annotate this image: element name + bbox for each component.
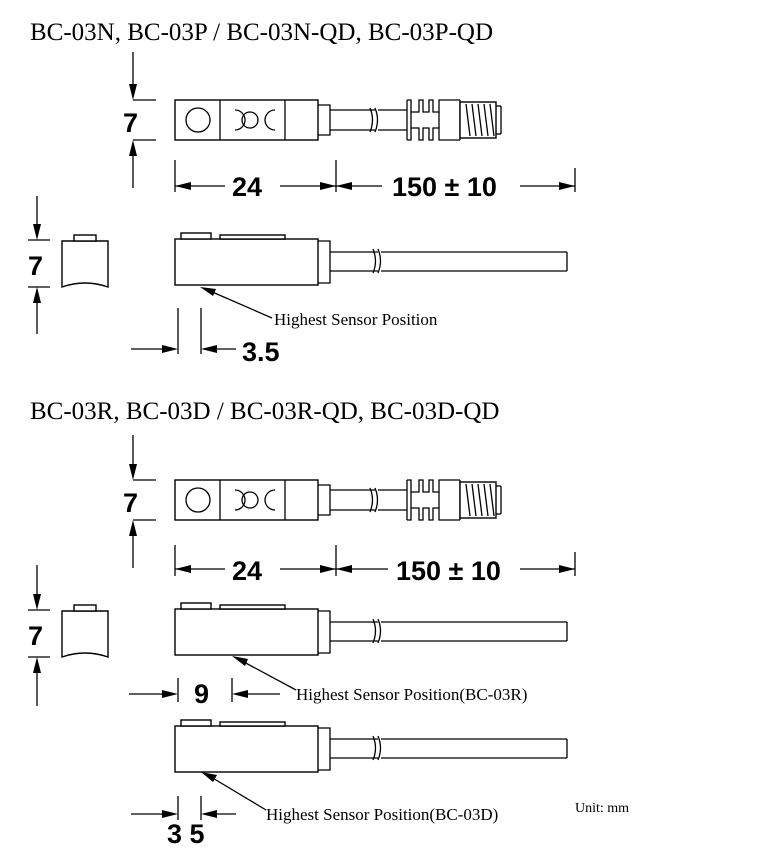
side-view-drawing [174,232,568,286]
top-section-title: BC-03N, BC-03P / BC-03N-QD, BC-03P-QD [30,19,493,46]
side-view-drawing-d [174,719,568,773]
length-dimension-label-bottom: 24 [232,556,262,586]
side-view-drawing-r [174,602,568,656]
height-dimension-label: 7 [123,108,138,138]
end-view-drawing [61,234,109,288]
top-section: 7 24 150 ± 10 7 3.5 Highest Sensor Posit… [28,52,576,367]
end-view-drawing-bottom [61,604,109,658]
offset-d-dimension-label: 3 5 [167,819,205,849]
unit-label: Unit: mm [575,801,629,816]
side-height-dimension-label-bottom: 7 [28,621,43,651]
offset-r-dimension-label: 9 [194,679,209,709]
bottom-section: 7 24 150 ± 10 7 9 Highest Sensor Positio… [28,435,629,849]
sensor-position-callout: Highest Sensor Position [274,310,438,329]
height-dimension-label-bottom: 7 [123,488,138,518]
bottom-section-title: BC-03R, BC-03D / BC-03R-QD, BC-03D-QD [30,398,499,425]
cable-length-dimension-label-bottom: 150 ± 10 [396,556,501,586]
sensor-position-callout-r: Highest Sensor Position(BC-03R) [296,685,527,704]
side-height-dimension-label: 7 [28,251,43,281]
offset-dimension-label: 3.5 [242,337,280,367]
cable-length-dimension-label: 150 ± 10 [392,172,497,202]
top-view-drawing [174,99,502,141]
length-dimension-label: 24 [232,172,262,202]
top-view-drawing-bottom [174,479,502,521]
sensor-position-callout-d: Highest Sensor Position(BC-03D) [266,805,498,824]
